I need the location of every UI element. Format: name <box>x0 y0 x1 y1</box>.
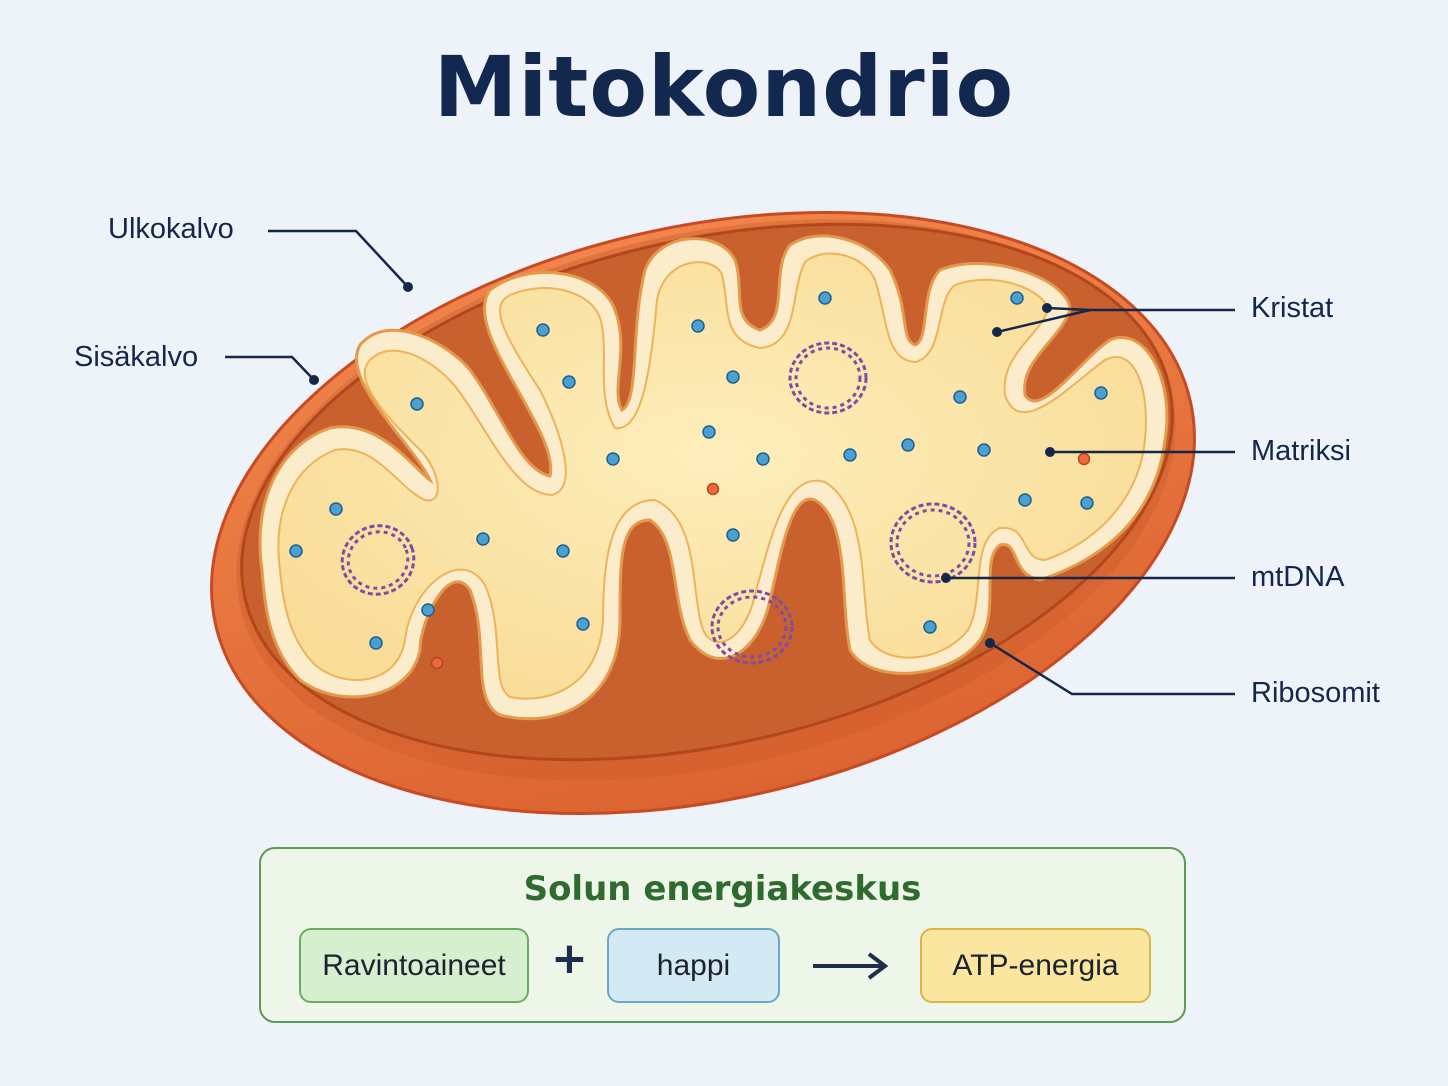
ribosome-dot <box>1018 493 1032 507</box>
atp-energy-box: ATP-energia <box>920 928 1151 1003</box>
label-outer-membrane: Ulkokalvo <box>108 213 234 245</box>
leader-outer-membrane <box>268 229 409 288</box>
mtdna-ring-3 <box>889 502 977 584</box>
label-inner-membrane: Sisäkalvo <box>74 341 199 373</box>
ribosome-dot <box>702 425 716 439</box>
particle-dot <box>430 656 444 670</box>
particle-dot <box>706 482 720 496</box>
mtdna-ring-4 <box>710 589 794 665</box>
leader-lines <box>225 229 1235 696</box>
ribosome-dot <box>1080 496 1094 510</box>
ribosome-dot <box>289 544 303 558</box>
energy-center-panel: Solun energiakeskus Ravintoaineet + happ… <box>259 847 1186 1023</box>
ribosome-dot <box>691 319 705 333</box>
label-ribosomes: Ribosomit <box>1251 677 1380 709</box>
label-matrix: Matriksi <box>1251 435 1351 467</box>
ribosome-dot <box>726 528 740 542</box>
ribosome-dot <box>953 390 967 404</box>
ribosome-dot <box>818 291 832 305</box>
ribosome-dot <box>756 452 770 466</box>
ribosome-dot <box>369 636 383 650</box>
panel-title: Solun energiakeskus <box>523 869 922 909</box>
ribosome-dot <box>556 544 570 558</box>
label-cristae: Kristat <box>1251 292 1334 324</box>
ribosome-dot <box>476 532 490 546</box>
mtdna-rings <box>340 341 977 665</box>
plus-sign: + <box>551 933 588 984</box>
ribosome-dot <box>421 603 435 617</box>
ribosome-dot <box>410 397 424 411</box>
ribosome-dot <box>1010 291 1024 305</box>
label-mtdna: mtDNA <box>1251 561 1345 593</box>
ribosomes <box>289 291 1108 670</box>
arrow-right-icon <box>813 952 889 980</box>
ribosome-dot <box>726 370 740 384</box>
ribosome-dot <box>536 323 550 337</box>
ribosome-dot <box>562 375 576 389</box>
ribosome-dot <box>606 452 620 466</box>
ribosome-dot <box>843 448 857 462</box>
ribosome-dot <box>576 617 590 631</box>
leader-ribosomes <box>989 641 1235 696</box>
ribosome-dot <box>901 438 915 452</box>
ribosome-dot <box>923 620 937 634</box>
nutrients-box: Ravintoaineet <box>299 928 529 1003</box>
ribosome-dot <box>329 502 343 516</box>
ribosome-dot <box>1094 386 1108 400</box>
particle-dot <box>1077 452 1091 466</box>
leader-dots <box>309 282 1055 648</box>
mtdna-ring-1 <box>788 341 868 415</box>
leader-inner-membrane <box>225 355 315 381</box>
mtdna-ring-2 <box>340 524 416 596</box>
page-title: Mitokondrio <box>433 38 1015 136</box>
ribosome-dot <box>977 443 991 457</box>
oxygen-box: happi <box>607 928 780 1003</box>
